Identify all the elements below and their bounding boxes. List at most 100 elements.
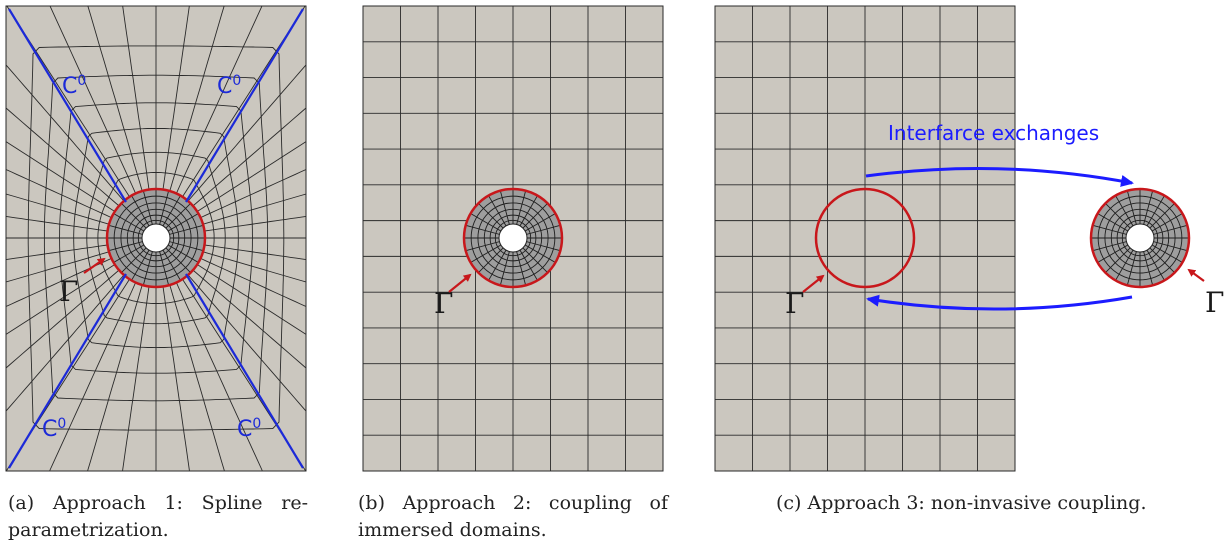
panel-a-patch-spoke (121, 203, 147, 229)
panel-a-mesh-spoke (175, 6, 263, 194)
panel-c-patch-spoke (1097, 244, 1129, 263)
panel-a-mesh-spoke (49, 6, 137, 194)
panel-a-mesh-spoke (204, 215, 306, 232)
panel-b-hole (498, 223, 528, 253)
panel-a-patch-spoke (108, 241, 143, 252)
panel-b-patch-spoke (519, 195, 538, 227)
panel-a-patch-spoke (169, 241, 204, 252)
panel-c-patch-spoke (1143, 190, 1154, 225)
panel-b-gamma-label: Γ (434, 287, 453, 320)
panel-a-warped-mesh (6, 6, 306, 471)
panel-c-patch-spoke (1143, 251, 1154, 286)
panel-a-mesh-spoke (6, 107, 120, 207)
panel-b-patch-spoke (526, 241, 561, 252)
panel-b-patch-spoke (488, 249, 507, 281)
panel-a-mesh-spoke (6, 64, 125, 202)
panel-a-gamma-label: Γ (59, 275, 78, 308)
panel-a-patch-spoke (142, 251, 153, 286)
caption-b: (b) Approach 2: coupling of immersed dom… (358, 490, 668, 544)
panel-c-patch-spoke (1149, 203, 1175, 229)
panel-a-patch-spoke (159, 251, 170, 286)
panel-a-patch-spoke (159, 190, 170, 225)
panel-b-patch-spoke (499, 251, 510, 286)
panel-a-spline-reparametrization: C0 C0 C0 C0 Γ (5, 5, 307, 472)
red-arrow-icon (83, 257, 106, 274)
panel-c-hole (1125, 223, 1155, 253)
red-arrow-icon (448, 273, 472, 293)
panel-c-gamma-global-label: Γ (785, 287, 804, 320)
c0-label-bottom-right: C0 (237, 416, 261, 442)
panel-a-patch-spoke (108, 224, 143, 235)
panel-b-patch-spoke (465, 241, 500, 252)
panel-a-patch-spoke (165, 247, 191, 273)
panel-a-patch-spoke (162, 249, 181, 281)
panel-b-patch-spoke (488, 195, 507, 227)
panel-b-patch-spoke (470, 244, 502, 263)
panel-c-patch-spoke (1146, 195, 1165, 227)
panel-a-patch-spoke (113, 213, 145, 232)
panel-c-patch-spoke (1146, 249, 1165, 281)
panel-a-mesh-spoke (202, 251, 306, 283)
panel-b-immersed-domains: Γ (362, 5, 664, 472)
panel-a-mesh-spoke (6, 269, 120, 369)
panel-a-mesh-spoke (202, 193, 306, 225)
panel-a-patch-spoke (165, 203, 191, 229)
panel-a-patch-spoke (131, 195, 150, 227)
panel-c-patch-spoke (1092, 224, 1127, 235)
panel-c-patch-spoke (1153, 224, 1188, 235)
panel-a-mesh-spoke (204, 244, 306, 261)
panel-b-patch-spoke (526, 224, 561, 235)
panel-b-patch-spoke (516, 190, 527, 225)
panel-c-patch-spoke (1115, 195, 1134, 227)
panel-a-c0-lines (8, 8, 304, 469)
red-arrow-icon (1187, 268, 1205, 282)
panel-a-mesh-spoke (6, 215, 108, 232)
panel-c-patch-spoke (1126, 251, 1137, 286)
panel-b-patch-spoke (465, 224, 500, 235)
caption-a-tag: (a) (8, 492, 35, 514)
caption-b-text: Approach 2: coupling of immersed domains… (358, 492, 668, 541)
panel-a-mesh-spoke (87, 284, 143, 471)
panel-a-mesh-spoke (122, 6, 150, 190)
panel-c-patch-spoke (1092, 241, 1127, 252)
caption-c-text: Approach 3: non-invasive coupling. (807, 492, 1147, 514)
panel-c-patch-spoke (1115, 249, 1134, 281)
panel-b-patch-spoke (470, 213, 502, 232)
panel-a-mesh-spoke (162, 286, 190, 471)
panel-c-patch-spoke (1097, 213, 1129, 232)
panel-a-mesh-spoke (200, 257, 306, 307)
caption-b-tag: (b) (358, 492, 385, 514)
panel-a-patch-spoke (113, 244, 145, 263)
panel-a-mesh-spoke (196, 141, 306, 212)
panel-a-patch-spoke (121, 247, 147, 273)
blue-curved-arrow-icon (865, 166, 1134, 187)
c0-label-bottom-left: C0 (42, 416, 66, 442)
panel-b-patch-spoke (522, 247, 548, 273)
panel-a-mesh-spoke (169, 6, 225, 192)
panel-c-patch-spoke (1153, 241, 1188, 252)
panel-a-hole (141, 223, 171, 253)
panel-c-non-invasive-coupling: Γ Γ Interfarce exchanges (714, 5, 1224, 472)
panel-c-patch-spoke (1149, 247, 1175, 273)
panel-b-patch-spoke (516, 251, 527, 286)
panel-b-patch-spoke (524, 244, 556, 263)
panel-b-patch-spoke (478, 203, 504, 229)
panel-c-interface-circle-global (814, 187, 916, 289)
panel-c-gamma-local-label: Γ (1205, 286, 1224, 319)
caption-c: (c) Approach 3: non-invasive coupling. (776, 490, 1196, 517)
panel-a-patch-spoke (142, 190, 153, 225)
panel-b-patch-spoke (524, 213, 556, 232)
panel-a-mesh-spoke (192, 269, 306, 369)
panel-a-mesh-spoke (196, 264, 306, 335)
caption-c-tag: (c) (776, 492, 802, 514)
red-arrow-icon (802, 274, 825, 293)
panel-a-mesh-spoke (6, 193, 110, 225)
panel-b-patch-spoke (478, 247, 504, 273)
panel-a-mesh-spoke (6, 141, 116, 212)
c0-label-top-left: C0 (62, 73, 86, 99)
panel-a-mesh-spoke (6, 264, 116, 335)
panel-a-patch-spoke (167, 244, 199, 263)
interface-exchange-label: Interfarce exchanges (888, 121, 1099, 145)
panel-c-patch-spoke (1151, 213, 1183, 232)
